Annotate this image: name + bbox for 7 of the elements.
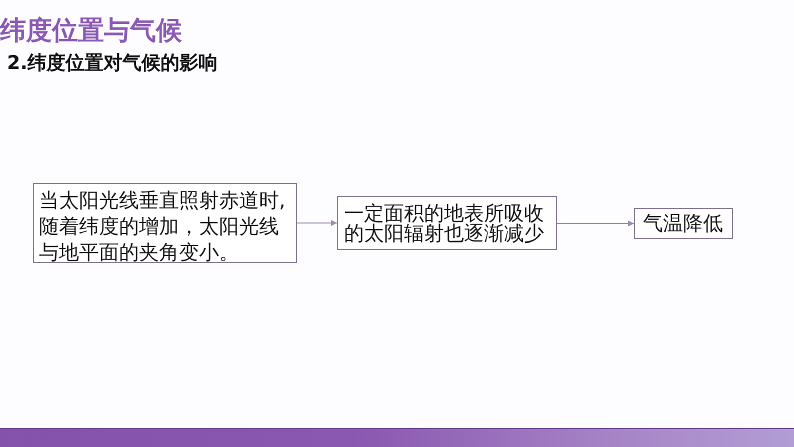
process-box: 当太阳光线垂直照射赤道时,随着纬度的增加，太阳光线与地平面的夹角变小。 <box>33 183 297 263</box>
arrow <box>556 220 634 226</box>
process-box: 一定面积的地表所吸收的太阳辐射也逐渐减少 <box>337 196 557 250</box>
title: 纬度位置与气候 <box>0 15 182 47</box>
arrow <box>296 220 338 226</box>
process-box: 气温降低 <box>634 208 733 239</box>
subtitle: 2.纬度位置对气候的影响 <box>7 51 218 76</box>
